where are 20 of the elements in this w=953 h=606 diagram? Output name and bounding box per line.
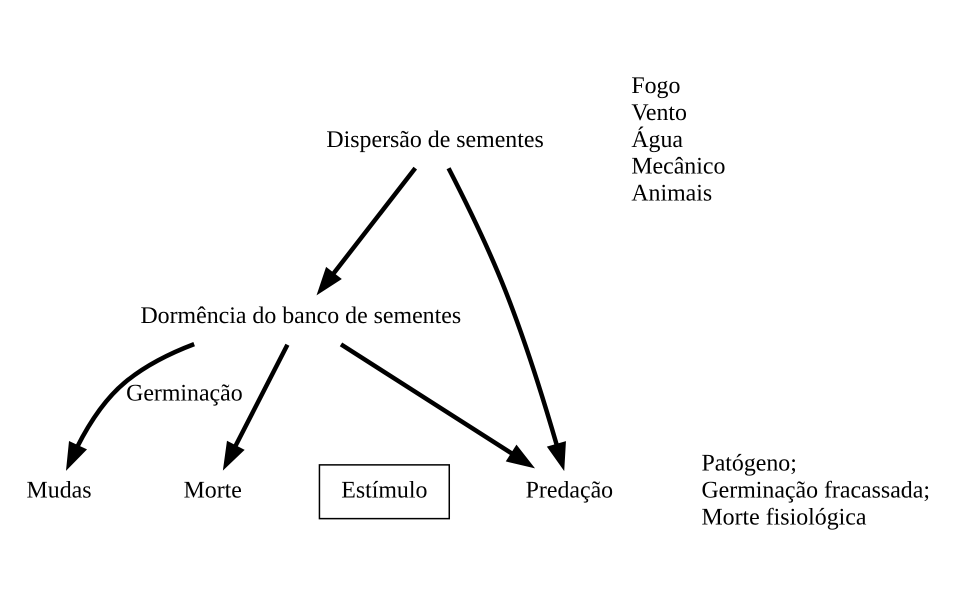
label: Animais — [631, 180, 712, 206]
node-text: Morte — [184, 477, 242, 504]
label: Mecânico — [631, 154, 726, 180]
arrow — [222, 344, 290, 471]
node-text: Dormência do banco de sementes — [140, 302, 462, 329]
node-text: Mudas — [26, 477, 92, 504]
label: Fogo — [631, 73, 680, 100]
node-box: Estímulo — [318, 464, 450, 520]
arrow — [446, 167, 566, 472]
arrow — [340, 342, 536, 468]
label: Patógeno; — [701, 450, 797, 477]
label: Vento — [631, 100, 687, 126]
node-text: Predação — [526, 477, 614, 504]
edge-label: Germinação — [126, 380, 243, 406]
arrow — [316, 166, 418, 296]
label: Morte fisiológica — [701, 504, 866, 530]
label: Água — [631, 126, 684, 153]
label: Germinação fracassada; — [701, 477, 930, 504]
arrow — [66, 342, 195, 471]
node-text: Dispersão de sementes — [326, 126, 544, 153]
